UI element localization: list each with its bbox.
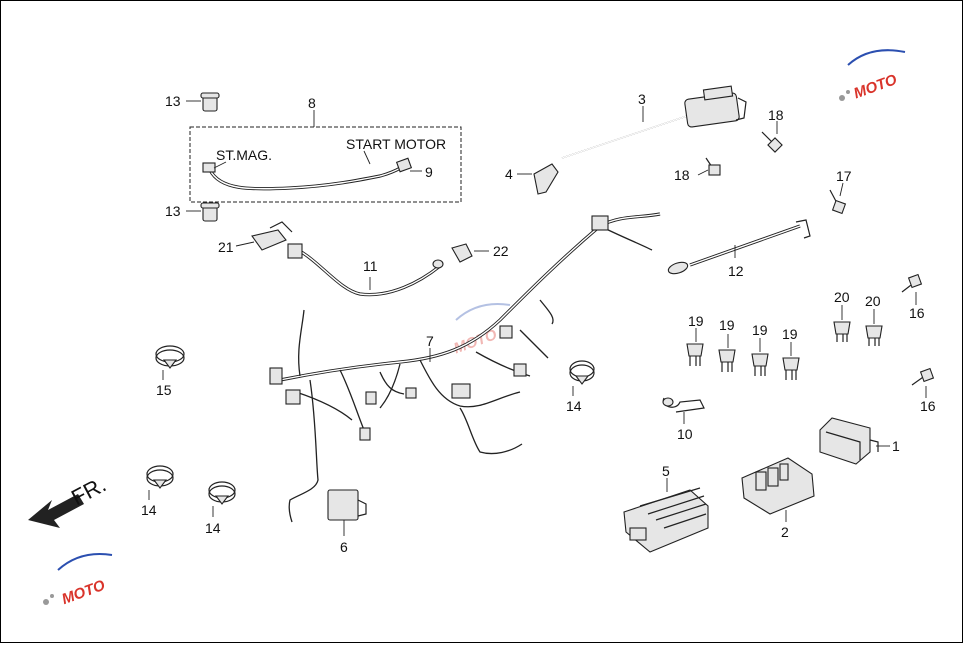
ground-cable [667,219,811,275]
callout-13-top: 13 [165,93,181,109]
terminal-boot-22 [451,243,473,263]
callout-13-bottom: 13 [165,203,181,219]
starter-cable-group-box [189,126,462,203]
clip-19-b [718,349,736,372]
callout-16-upper: 16 [909,305,925,321]
cable-tie-14-left [146,465,174,489]
svg-text:MOTO: MOTO [851,71,899,102]
callout-18-lower: 18 [674,167,690,183]
callout-14-middle: 14 [205,520,221,536]
callout-18-upper: 18 [768,107,784,123]
callout-5: 5 [662,463,670,479]
main-wire-harness [269,212,661,523]
callout-10: 10 [677,426,693,442]
callout-8: 8 [308,95,316,111]
clip-19-d [782,357,800,380]
clip-19-a [686,343,704,366]
callout-6: 6 [340,539,348,555]
callout-11: 11 [363,258,378,274]
bolt-18-lower [705,157,721,176]
terminal-cap-13-top [200,92,220,112]
clip-20-right [865,325,883,346]
cable-tie-15 [155,345,185,369]
callout-19-a: 19 [688,313,704,329]
callout-20-right: 20 [865,293,881,309]
callout-19-c: 19 [752,322,768,338]
callout-12: 12 [728,263,744,279]
terminal-boot-21 [251,221,293,251]
spark-plug-cap [533,163,559,195]
bolt-16-upper [901,273,923,293]
callout-22: 22 [493,243,509,259]
callout-4: 4 [505,166,513,182]
callout-7: 7 [426,333,434,349]
callout-14-left: 14 [141,502,157,518]
callout-19-b: 19 [719,317,735,333]
watermark-logo-bottom-left: MOTO [43,553,113,608]
callout-17: 17 [836,168,852,184]
bolt-16-lower [911,367,935,386]
clip-19-c [751,353,769,376]
front-direction-arrow: FR. [28,472,110,528]
callout-3: 3 [638,91,646,107]
start-motor-label: START MOTOR [346,136,446,152]
callout-16-lower: 16 [920,398,936,414]
starter-cable [202,157,413,191]
fuse-box-cover [819,417,879,465]
terminal-cap-13-bottom [200,202,220,222]
bolt-18-upper [761,131,783,153]
callout-1: 1 [892,438,900,454]
cable-tie-14-middle [208,481,236,505]
bolt-17 [829,189,847,215]
fuse-box [741,457,815,515]
callout-15: 15 [156,382,172,398]
cable-tie-14-right [569,360,595,385]
svg-text:MOTO: MOTO [59,577,107,608]
regulator-rectifier [623,487,709,553]
svg-text:MOTO: MOTO [451,326,499,357]
callout-9: 9 [425,164,433,180]
callout-19-d: 19 [782,326,798,342]
callout-2: 2 [781,524,789,540]
callout-14-right: 14 [566,398,582,414]
clip-20-left [833,321,851,342]
st-mag-label: ST.MAG. [216,147,272,163]
callout-20-left: 20 [834,289,850,305]
watermark-logo-top-right: MOTO [839,49,906,102]
battery-cable [287,243,444,297]
cable-clamp-10 [662,397,705,413]
callout-21: 21 [218,239,234,255]
ignition-coil [561,85,747,159]
cdi-unit [327,489,367,521]
